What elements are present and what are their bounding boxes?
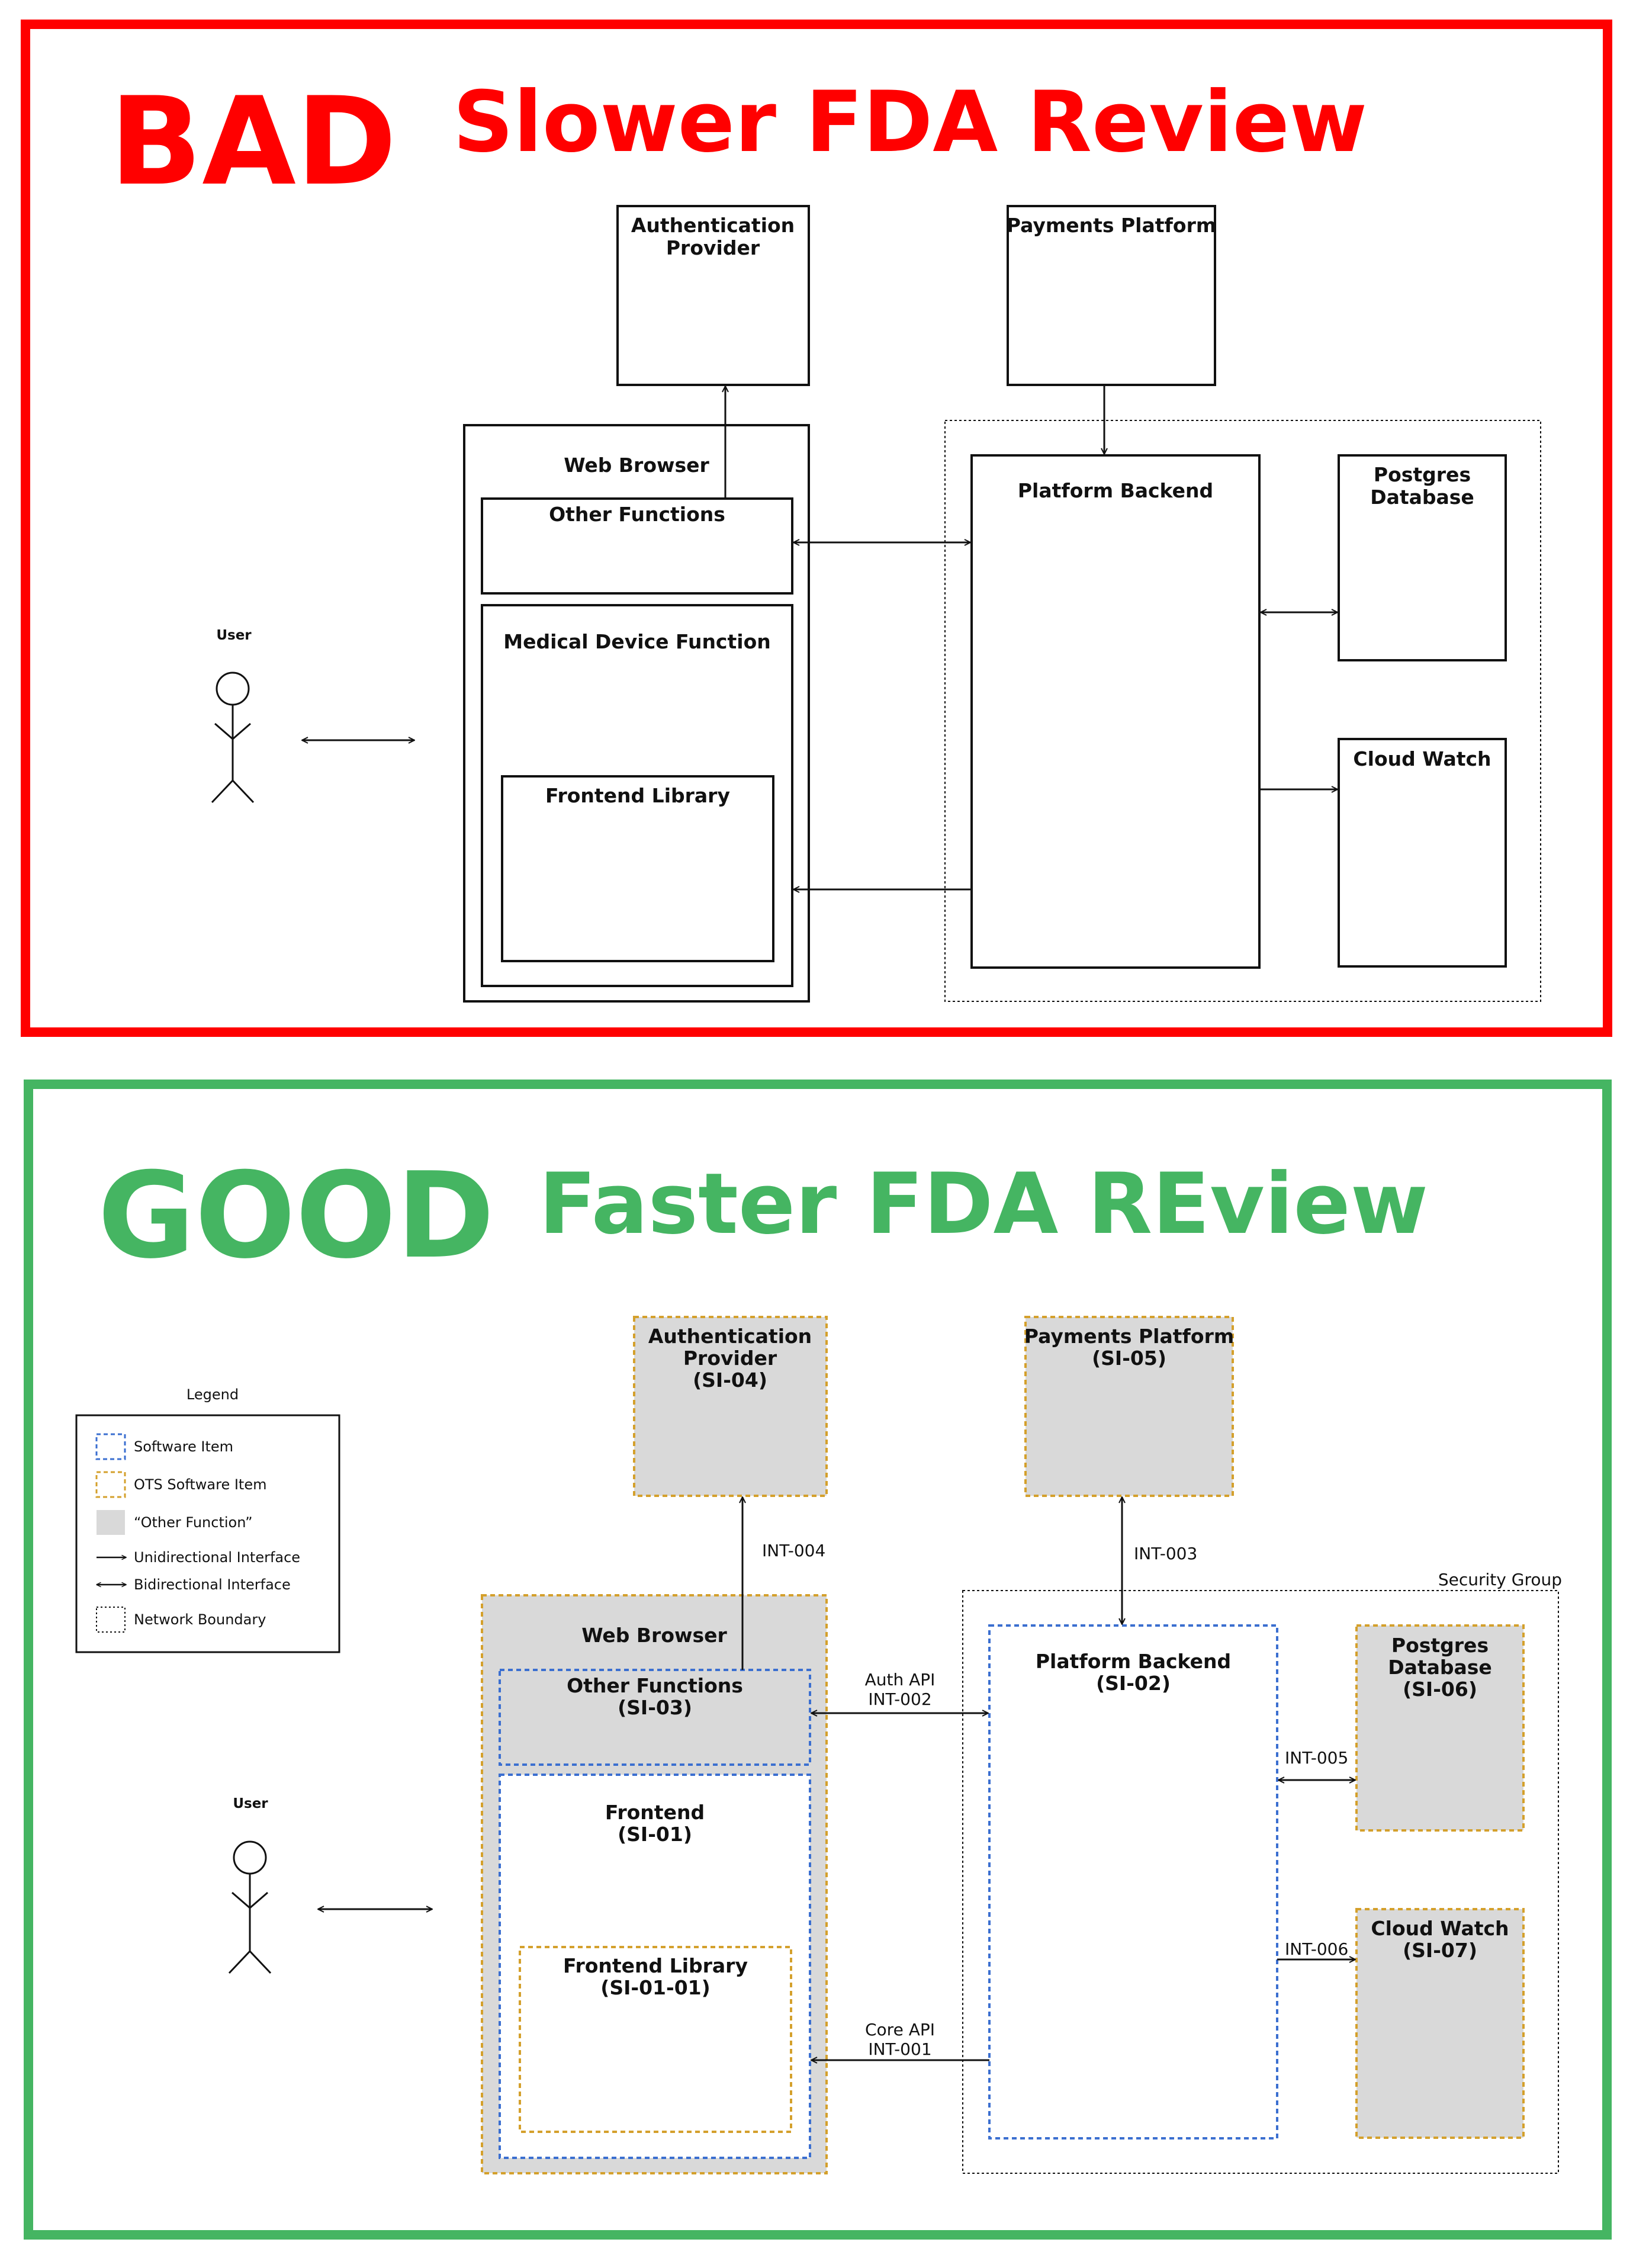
legend-software-item-swatch xyxy=(95,1433,126,1460)
good-frontend-label-1: Frontend xyxy=(605,1801,705,1824)
good-user-label: User xyxy=(233,1796,268,1811)
good-payments-box: Payments Platform (SI-05) xyxy=(1024,1316,1234,1497)
legend-ots-item-swatch xyxy=(95,1471,126,1498)
good-postgres-box: Postgres Database (SI-06) xyxy=(1355,1624,1525,1832)
bad-title: Slower FDA Review xyxy=(453,73,1367,171)
legend-network-boundary-label: Network Boundary xyxy=(134,1611,266,1628)
good-other-functions-label-1: Other Functions xyxy=(567,1674,743,1697)
good-frontend-label-2: (SI-01) xyxy=(618,1823,692,1846)
bad-panel-border xyxy=(21,20,1612,1037)
good-platform-backend-label-1: Platform Backend xyxy=(1036,1650,1231,1673)
legend-software-item-label: Software Item xyxy=(134,1438,233,1455)
good-core-api-label-2: INT-001 xyxy=(868,2039,931,2059)
good-badge: GOOD xyxy=(98,1147,494,1285)
good-int003-label: INT-003 xyxy=(1134,1544,1197,1563)
bad-other-functions-box: Other Functions xyxy=(481,497,793,595)
good-payments-label-1: Payments Platform xyxy=(1024,1325,1234,1348)
good-int004-label: INT-004 xyxy=(762,1541,825,1560)
good-postgres-label-3: (SI-06) xyxy=(1403,1678,1477,1701)
good-frontend-library-box: Frontend Library (SI-01-01) xyxy=(519,1946,792,2133)
good-title: Faster FDA REview xyxy=(539,1155,1428,1253)
bad-payments-box: Payments Platform xyxy=(1007,205,1216,386)
legend-bidirectional-label: Bidirectional Interface xyxy=(134,1576,291,1593)
bad-panel: BAD Slower FDA Review User Authenticatio… xyxy=(21,20,1612,1037)
good-user-stick-figure xyxy=(228,1840,272,1974)
bad-badge: BAD xyxy=(110,72,397,213)
good-other-functions-label-2: (SI-03) xyxy=(618,1696,692,1719)
bad-other-functions-label: Other Functions xyxy=(549,503,725,526)
bad-cloud-watch-box: Cloud Watch xyxy=(1338,738,1507,968)
legend-other-function-label: “Other Function” xyxy=(134,1514,253,1531)
good-other-functions-box: Other Functions (SI-03) xyxy=(499,1669,811,1766)
bad-user-stick-figure xyxy=(211,672,255,804)
bad-frontend-library-box: Frontend Library xyxy=(501,775,774,962)
good-auth-api-label-2: INT-002 xyxy=(868,1689,931,1709)
bad-postgres-box: Postgres Database xyxy=(1338,454,1507,661)
good-cloud-watch-label-1: Cloud Watch xyxy=(1371,1917,1509,1940)
bad-medical-device-function-label: Medical Device Function xyxy=(503,630,771,653)
bad-user-label: User xyxy=(216,628,252,643)
good-int006-label: INT-006 xyxy=(1285,1939,1348,1959)
security-group-boundary xyxy=(962,1590,1559,2174)
good-auth-provider-label-3: (SI-04) xyxy=(693,1368,767,1392)
good-platform-backend-box: Platform Backend (SI-02) xyxy=(988,1624,1278,2139)
legend-network-boundary-swatch xyxy=(96,1607,126,1633)
good-auth-provider-label-2: Provider xyxy=(683,1347,777,1370)
good-auth-api-label-1: Auth API xyxy=(865,1670,936,1689)
legend-unidirectional-label: Unidirectional Interface xyxy=(134,1549,300,1566)
bad-web-browser-label: Web Browser xyxy=(564,454,709,477)
good-postgres-label-2: Database xyxy=(1388,1656,1492,1679)
good-panel: GOOD Faster FDA REview Legend Software I… xyxy=(24,1080,1612,2240)
good-cloud-watch-label-2: (SI-07) xyxy=(1403,1939,1477,1962)
bad-auth-provider-box: Authentication Provider xyxy=(616,205,810,386)
good-core-api-label-1: Core API xyxy=(865,2020,935,2039)
bad-cloud-watch-label: Cloud Watch xyxy=(1353,747,1491,770)
bad-auth-provider-label-2: Provider xyxy=(666,236,760,259)
good-payments-label-2: (SI-05) xyxy=(1092,1347,1166,1370)
good-frontend-library-label-1: Frontend Library xyxy=(563,1954,748,1977)
bad-postgres-label-2: Database xyxy=(1370,486,1474,509)
good-auth-provider-label-1: Authentication xyxy=(648,1325,812,1348)
legend-other-function-swatch xyxy=(97,1510,125,1535)
legend-title: Legend xyxy=(187,1386,239,1403)
good-int005-label: INT-005 xyxy=(1285,1748,1348,1768)
bad-frontend-library-label: Frontend Library xyxy=(545,784,730,807)
good-panel-border xyxy=(24,1080,1612,2240)
good-platform-backend-label-2: (SI-02) xyxy=(1096,1672,1171,1695)
legend-ots-item-label: OTS Software Item xyxy=(134,1476,266,1493)
legend-box: Software Item OTS Software Item “Other F… xyxy=(75,1414,340,1653)
security-group-label: Security Group xyxy=(1438,1570,1562,1589)
bad-auth-provider-label-1: Authentication xyxy=(631,214,795,237)
bad-platform-backend-box: Platform Backend xyxy=(970,454,1261,969)
bad-platform-backend-label: Platform Backend xyxy=(1018,479,1213,502)
bad-payments-label: Payments Platform xyxy=(1007,214,1216,237)
good-auth-provider-box: Authentication Provider (SI-04) xyxy=(633,1316,828,1497)
good-frontend-library-label-2: (SI-01-01) xyxy=(600,1976,710,1999)
bad-network-boundary xyxy=(944,420,1541,1002)
good-web-browser-label: Web Browser xyxy=(581,1624,727,1647)
good-postgres-label-1: Postgres xyxy=(1391,1634,1489,1657)
good-cloud-watch-box: Cloud Watch (SI-07) xyxy=(1355,1908,1525,2139)
bad-postgres-label-1: Postgres xyxy=(1374,463,1471,486)
